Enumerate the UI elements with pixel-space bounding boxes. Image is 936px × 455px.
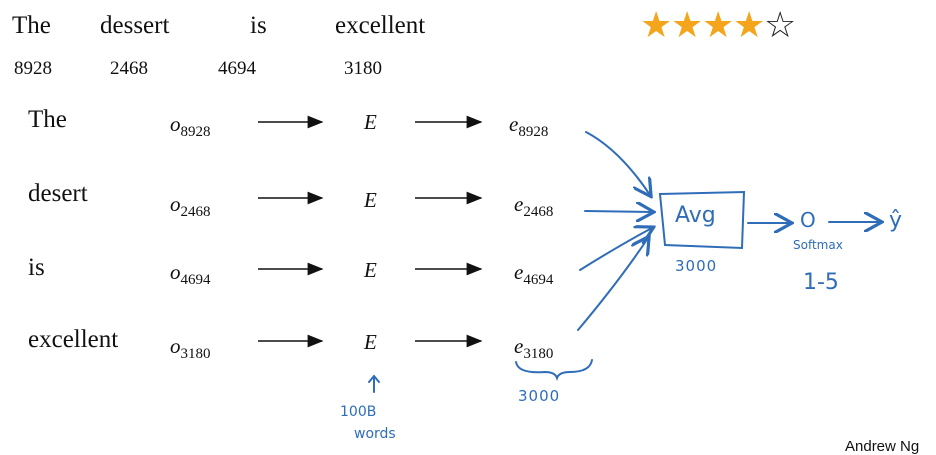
arrow-icon xyxy=(579,228,652,271)
embedding-matrix: E xyxy=(364,110,377,134)
output-node: O xyxy=(800,208,816,232)
onehot-vector: o8928 xyxy=(170,112,211,141)
softmax-range: 1-5 xyxy=(803,270,839,295)
word-index: 2468 xyxy=(110,58,148,79)
embedding-vector: e2468 xyxy=(514,192,554,221)
arrow-icon xyxy=(585,131,650,195)
embedding-vector: e3180 xyxy=(514,334,554,363)
up-arrow-icon xyxy=(368,374,380,393)
handwritten-strokes xyxy=(368,131,880,393)
word-index: 8928 xyxy=(14,58,52,79)
star-filled-icon: ★ xyxy=(702,5,735,45)
arrow-icon xyxy=(577,238,648,331)
sentence-word: The xyxy=(12,12,51,39)
avg-label: Avg xyxy=(675,203,716,228)
brace xyxy=(515,359,593,382)
y-hat: ŷ xyxy=(889,208,903,233)
onehot-vector: o3180 xyxy=(170,334,211,363)
row-word: desert xyxy=(28,180,88,207)
embedding-matrix: E xyxy=(364,188,377,212)
softmax-label: Softmax xyxy=(793,238,843,252)
row-word: excellent xyxy=(28,326,119,353)
arrow-icon xyxy=(584,211,652,212)
sentence-word: excellent xyxy=(335,12,426,39)
row-word: The xyxy=(28,106,67,133)
sentence-word: is xyxy=(250,12,267,39)
star-filled-icon: ★ xyxy=(671,5,704,45)
corpus-words: words xyxy=(354,426,396,442)
star-filled-icon: ★ xyxy=(640,5,673,45)
star-empty-icon: ☆ xyxy=(764,5,797,45)
embedding-vector: e4694 xyxy=(514,260,554,289)
embedding-matrix: E xyxy=(364,330,377,354)
avg-box xyxy=(658,190,746,250)
author-credit: Andrew Ng xyxy=(845,438,920,455)
word-index: 4694 xyxy=(218,58,256,79)
star-filled-icon: ★ xyxy=(733,5,766,45)
sentence-word: dessert xyxy=(100,12,170,39)
word-index: 3180 xyxy=(344,58,382,79)
black-arrows xyxy=(258,115,483,348)
avg-dimension: 3000 xyxy=(675,257,718,275)
row-word: is xyxy=(28,254,45,281)
corpus-size: 100B xyxy=(340,404,377,420)
embedding-vector: e8928 xyxy=(509,112,549,141)
onehot-vector: o4694 xyxy=(170,260,211,289)
embedding-dimension: 3000 xyxy=(518,387,561,405)
onehot-vector: o2468 xyxy=(170,192,211,221)
embedding-matrix: E xyxy=(364,258,377,282)
